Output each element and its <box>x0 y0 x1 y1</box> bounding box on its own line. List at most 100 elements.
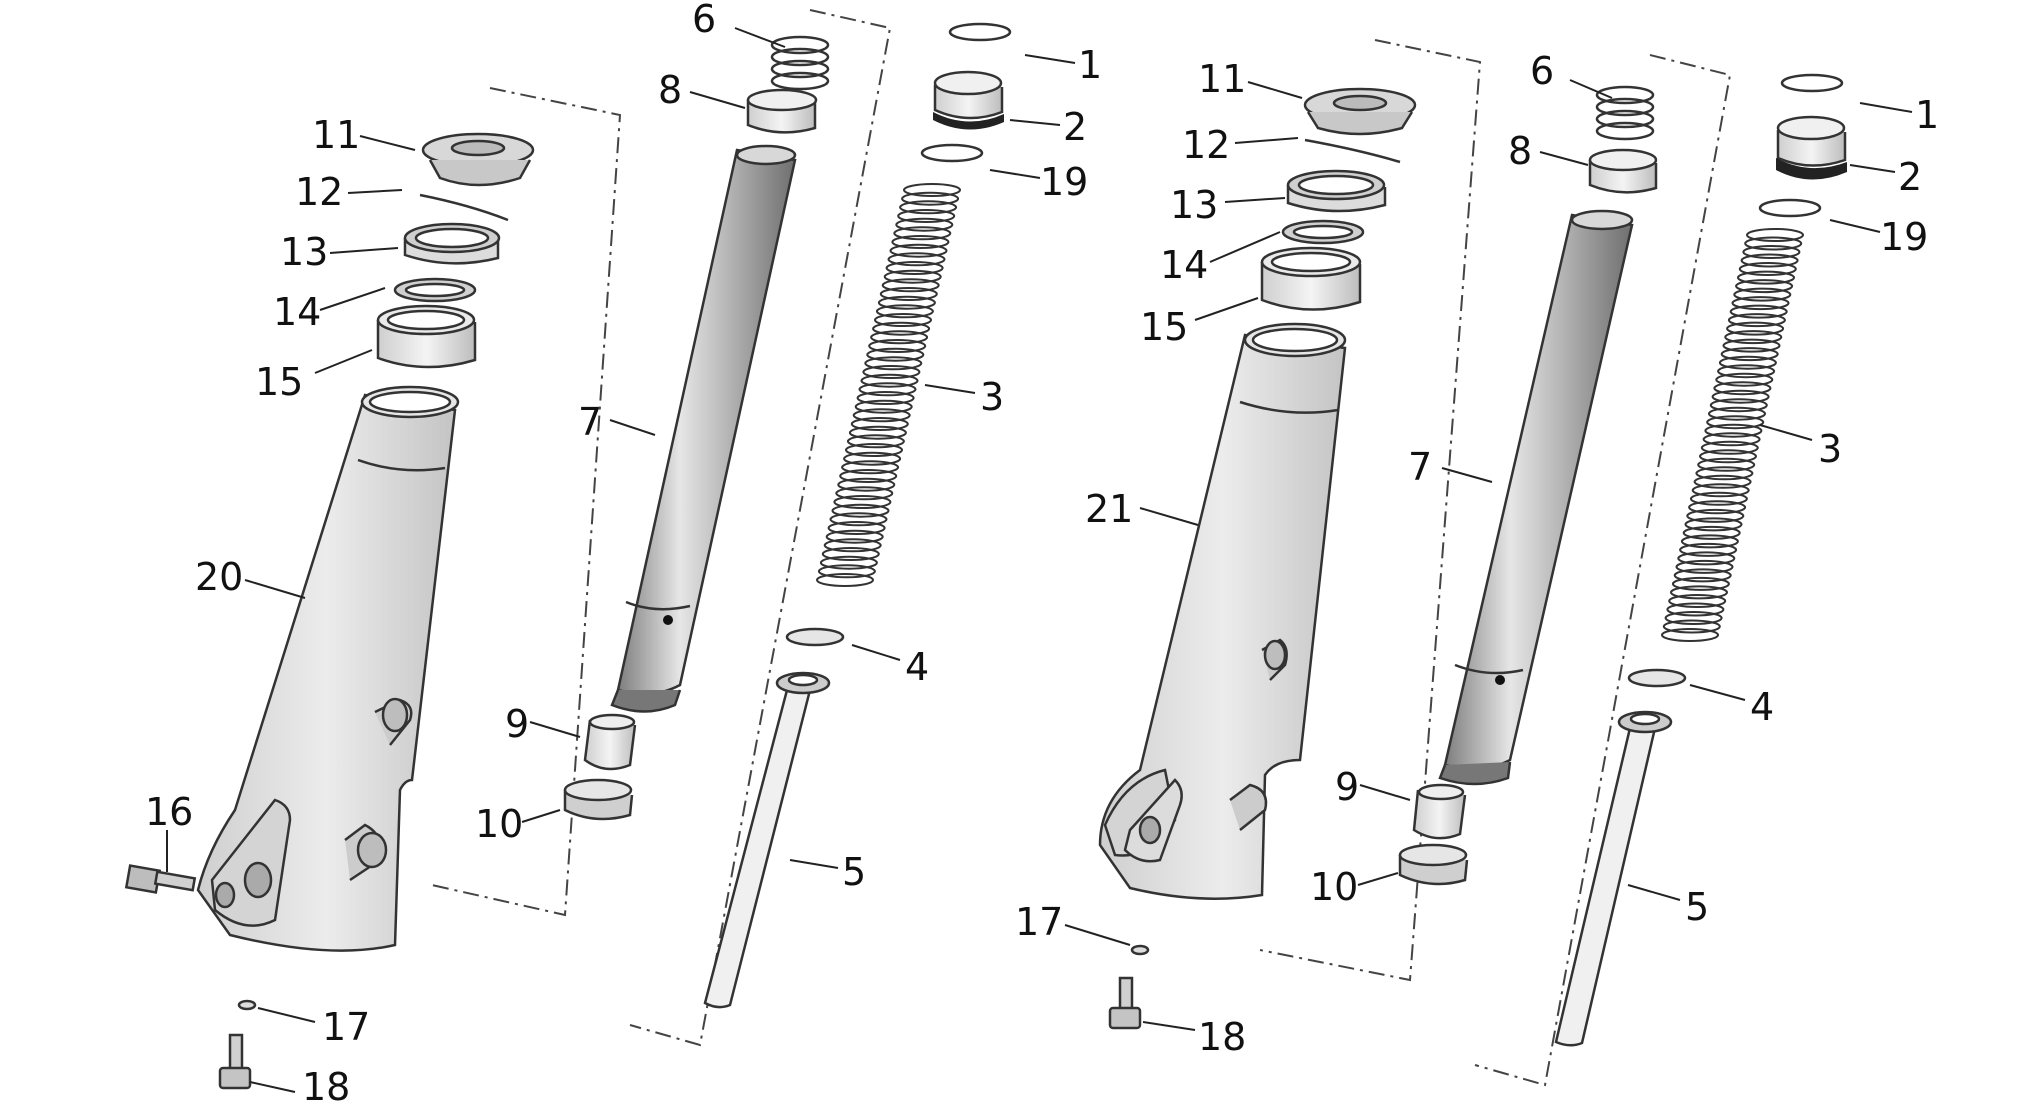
label-right-11: 11 <box>1198 57 1246 101</box>
part-4-spring-seat <box>785 627 845 647</box>
spring-coil <box>858 382 917 397</box>
part-17-washer <box>237 999 257 1011</box>
label-left-14: 14 <box>273 290 321 334</box>
spring-coil <box>1679 542 1738 557</box>
spring-coil <box>887 252 946 267</box>
spring-coil <box>879 287 938 301</box>
spring-coil <box>1675 559 1734 574</box>
spring-coil <box>1664 611 1723 625</box>
spring-coil <box>1702 432 1761 447</box>
spring-coil <box>1717 364 1776 379</box>
spring-coil <box>854 399 913 414</box>
leader-l20 <box>244 579 306 599</box>
part-14-washer <box>1281 219 1365 245</box>
part-6-spacer-spring <box>1595 85 1655 141</box>
leader-r12 <box>1234 137 1299 144</box>
spring-coil <box>1680 534 1739 549</box>
label-left-16: 16 <box>145 790 193 834</box>
leader-l19 <box>989 169 1041 179</box>
part-7-inner-tube <box>1438 209 1634 786</box>
part-18-screw <box>1108 976 1142 1030</box>
leader-l9 <box>529 721 581 738</box>
spring-coil <box>1733 287 1792 302</box>
spring-coil <box>817 564 876 579</box>
part-20-fork-leg <box>196 385 460 952</box>
part-8-spacer <box>1588 148 1658 194</box>
leader-r6 <box>1569 79 1613 99</box>
spring-coil <box>852 408 911 423</box>
spring-coil <box>1691 483 1750 498</box>
part-19-o-ring <box>1758 198 1822 218</box>
spring-coil <box>1708 406 1766 421</box>
spring-coil <box>1699 449 1757 464</box>
label-left-5: 5 <box>842 850 866 894</box>
part-8-spacer <box>746 88 818 134</box>
part-13-oil-seal <box>403 222 501 265</box>
spring-coil <box>1695 466 1754 481</box>
part-6-spacer-spring <box>770 35 830 91</box>
leader-r9 <box>1359 784 1411 801</box>
part-15-bushing <box>1260 246 1362 311</box>
part-16-bolt <box>124 864 197 894</box>
leader-r21 <box>1139 507 1199 526</box>
spring-coil <box>1689 491 1748 506</box>
spring-coil <box>874 313 932 327</box>
spring-coil <box>1726 321 1785 336</box>
leader-l8 <box>689 91 746 109</box>
leader-l11 <box>359 135 416 151</box>
spring-coil <box>845 443 903 457</box>
spring-coil <box>829 512 888 527</box>
leader-l10 <box>521 809 561 823</box>
leader-l12 <box>347 189 403 194</box>
spring-coil <box>823 538 882 553</box>
spring-coil <box>850 417 909 431</box>
spring-coil <box>1661 628 1719 642</box>
leader-r13 <box>1224 197 1286 203</box>
spring-coil <box>889 243 948 258</box>
spring-coil <box>868 339 927 353</box>
leader-r2 <box>1849 164 1896 173</box>
spring-coil <box>1740 253 1799 268</box>
label-left-15: 15 <box>255 360 303 404</box>
spring-coil <box>899 200 958 215</box>
spring-coil <box>1670 585 1728 600</box>
spring-coil <box>1718 355 1777 370</box>
leader-l14 <box>319 287 386 311</box>
part-7-inner-tube <box>610 144 797 713</box>
spring-coil <box>1682 525 1741 540</box>
left-fork-assembly: 1 2 3 4 5 6 7 8 9 10 11 12 13 14 15 16 1… <box>124 0 1102 1109</box>
leader-r7 <box>1441 467 1493 483</box>
spring-coil <box>1713 381 1772 396</box>
label-right-9: 9 <box>1335 765 1359 809</box>
label-right-5: 5 <box>1685 885 1709 929</box>
spring-coil <box>895 217 954 232</box>
label-right-8: 8 <box>1508 129 1532 173</box>
spring-coil <box>864 356 923 371</box>
spring-coil <box>1735 279 1794 294</box>
part-12-circlip <box>419 193 509 222</box>
spring-coil <box>821 547 880 561</box>
spring-coil <box>825 529 884 544</box>
leader-r11 <box>1247 81 1303 99</box>
spring-coil <box>1715 372 1774 387</box>
spring-coil <box>1722 338 1781 353</box>
spring-coil <box>843 451 902 466</box>
label-right-4: 4 <box>1750 685 1774 729</box>
leader-l4 <box>851 644 901 661</box>
spring-coil <box>848 425 907 440</box>
label-left-2: 2 <box>1063 105 1087 149</box>
spring-coil <box>1677 551 1736 566</box>
part-5-damper-rod <box>703 671 831 1009</box>
label-left-10: 10 <box>475 802 523 846</box>
label-right-2: 2 <box>1898 155 1922 199</box>
label-left-9: 9 <box>505 702 529 746</box>
part-13-oil-seal <box>1286 169 1387 213</box>
spring-coil <box>816 573 874 587</box>
spring-coil <box>846 434 905 449</box>
label-right-1: 1 <box>1915 93 1939 137</box>
spring-coil <box>856 391 915 405</box>
leader-l15 <box>314 349 373 374</box>
group-frame-right-2 <box>1474 54 1732 1087</box>
part-2-top-cap <box>1776 115 1847 180</box>
